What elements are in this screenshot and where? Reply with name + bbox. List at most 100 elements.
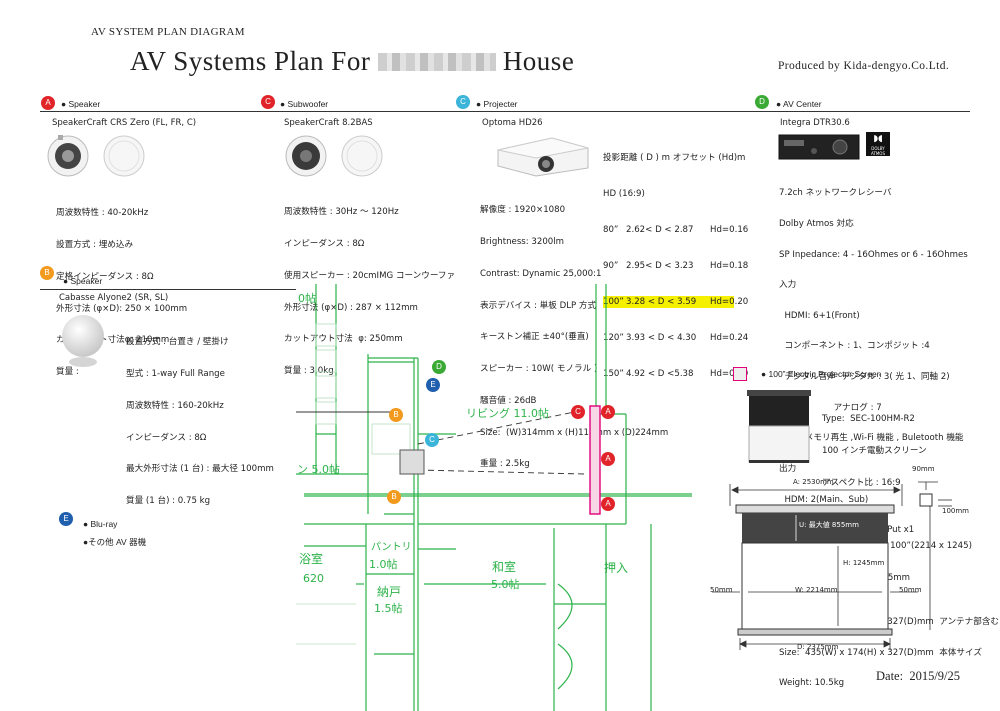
spec-line: 使用スピーカー : 20cmIMG コーンウーファ [284, 270, 456, 281]
spec-line: 解像度 : 1920×1080 [480, 205, 566, 216]
spec-line: 外形寸法 (φ×D) : 287 × 112mm [284, 302, 418, 313]
throw-title: 投影距離 ( D ) m オフセット (Hd)m [603, 153, 746, 163]
spec-line: 定格インピーダンス : 8Ω [56, 271, 154, 282]
screen-legend-swatch [733, 367, 747, 381]
plan-badge-a-2: A [601, 452, 615, 466]
badge-d: D [755, 95, 769, 109]
spec-line: Contrast: Dynamic 25,000:1 [480, 268, 602, 279]
spec-line: インピーダンス : 8Ω [126, 432, 207, 443]
page-title: AV Systems Plan For House [130, 46, 574, 77]
subwoofer-image [285, 135, 383, 177]
throw-size: 120” [603, 333, 624, 343]
other-av-devices: ●その他 AV 器機 [83, 537, 147, 547]
plan-label-top-room: 0帖 [298, 292, 316, 305]
spec-line: 重量 : 2.5kg [480, 459, 530, 470]
plan-label-bath: 浴室 [299, 552, 324, 566]
throw-size: 80” [603, 225, 619, 235]
badge-c-sub: C [261, 95, 275, 109]
throw-range: 3.93 < D < 4.30 [626, 333, 697, 343]
spec-line: 外形寸法 (φ×D): 250 × 100mm [56, 303, 188, 314]
dim-left: 50mm [710, 586, 733, 594]
plan-label-bath-number: 620 [303, 572, 324, 585]
throw-size: 100” [603, 297, 624, 307]
plan-badge-b-lower: B [387, 490, 401, 504]
subwoofer-heading: ● Subwoofer [280, 99, 329, 109]
projector-model: Optoma HD26 [482, 118, 543, 128]
throw-row-80: 80” 2.62< D < 2.87 Hd=0.16 [603, 224, 748, 236]
speaker-b-heading: ● Speaker [63, 276, 103, 286]
spec-line: インピーダンス : 8Ω [284, 238, 365, 249]
redacted-name-block [377, 53, 496, 71]
spec-line: コンポーネント : 1、コンポジット :4 [779, 341, 930, 352]
spec-line: アナログ : 7 [779, 402, 882, 413]
diagram-subtitle: AV SYSTEM PLAN DIAGRAM [91, 26, 245, 38]
spec-line: Brightness: 3200lm [480, 236, 565, 247]
spec-line: 表示デバイス : 単板 DLP 方式 [480, 300, 597, 311]
plan-badge-c-projector: C [425, 433, 439, 447]
spec-line: 騒音値 : 26dB [480, 395, 537, 406]
dim-u: U: 最大値 855mm [799, 521, 859, 529]
sphere-speaker-image [62, 315, 104, 367]
speaker-a-heading: ● Speaker [61, 99, 101, 109]
spec-line: デジタル音声 デジタル : 3( 光 1、同軸 2) [779, 372, 950, 383]
dolby-atmos-logo: ◗◖ DOLBY ATMOS [866, 132, 890, 156]
spec-line: SP Inpedance: 4 - 16Ohmes or 6 - 16Ohmes [779, 249, 968, 260]
plan-label-oshiire: 押入 [604, 561, 629, 575]
spec-line: 最大外形寸法 (1 台) : 最大径 100mm [126, 464, 274, 475]
spec-line: 設置方式 : 台置き / 壁掛け [126, 337, 229, 348]
dim-d: D: 2375mm [797, 643, 839, 651]
av-center-heading: ● AV Center [776, 99, 822, 109]
bluray-heading: ● Blu-ray [83, 519, 118, 529]
spec-line: カットアウト寸法 φ: 250mm [284, 334, 403, 345]
spec-line: 周波数特性 : 40-20kHz [56, 208, 149, 219]
spec-line: 入力 [779, 280, 797, 291]
produced-by: Produced by Kida-dengyo.Co.Ltd. [778, 60, 950, 72]
plan-badge-d: D [432, 360, 446, 374]
throw-hd: Hd=0.18 [710, 261, 749, 271]
projector-image [497, 137, 589, 177]
plan-label-pantry: パントリ [371, 542, 412, 553]
spec-line: 出力 [779, 463, 797, 474]
title-prefix: AV Systems Plan For [130, 46, 371, 76]
ceiling-speaker-image [47, 135, 145, 177]
date: Date: 2015/9/25 [876, 669, 961, 683]
subwoofer-model: SpeakerCraft 8.2BAS [284, 118, 373, 128]
plan-badge-a-3: A [601, 497, 615, 511]
spec-line: アスペクト比 : 16:9 [822, 477, 901, 488]
dim-right: 50mm [899, 586, 922, 594]
spec-line: HDMI: 6+1(Front) [779, 310, 860, 321]
projector-heading: ● Projecter [476, 99, 518, 109]
dim-h: H: 1245mm [843, 559, 885, 567]
speaker-b-specs: 設置方式 : 台置き / 壁掛け 型式 : 1-way Full Range 周… [126, 316, 274, 517]
spec-line: HDM: 2(Main、Sub) [779, 494, 869, 505]
throw-size: 90” [603, 261, 619, 271]
throw-hd: Hd=0.30 [710, 369, 749, 379]
av-center-model: Integra DTR30.6 [780, 118, 850, 128]
spec-line: 100 インチ電動スクリーン [822, 445, 927, 456]
spec-line: Dolby Atmos 対応 [779, 219, 854, 230]
dim-90: 90mm [912, 465, 935, 473]
plan-badge-c-sub: C [571, 405, 585, 419]
spec-line: 設置方式 : 埋め込み [56, 239, 134, 250]
speaker-b-model: Cabasse Alyone2 (SR, SL) [59, 293, 169, 303]
dim-100: 100mm [942, 507, 969, 515]
receiver-image [778, 134, 860, 160]
throw-range: 2.62< D < 2.87 [626, 225, 694, 235]
title-suffix: House [502, 46, 575, 76]
plan-label-storage-size: 1.5帖 [374, 602, 403, 615]
throw-hd: Hd=0.16 [710, 225, 749, 235]
throw-range: 2.95< D < 3.23 [626, 261, 694, 271]
spec-line: Size: 435(W) x 174(H) x 327(D)mm 本体サイズ [779, 647, 982, 658]
plan-badge-a-1: A [601, 405, 615, 419]
dim-a: A: 2530mm [793, 478, 834, 486]
throw-subtitle: HD (16:9) [603, 189, 645, 199]
throw-hd: Hd=0.24 [710, 333, 749, 343]
badge-c-projector: C [456, 95, 470, 109]
plan-badge-e: E [426, 378, 440, 392]
dolby-label: DOLBY ATMOS [870, 146, 885, 156]
dolby-icon: ◗◖ [873, 134, 883, 144]
spec-line: Weight: 10.5kg [779, 678, 845, 689]
badge-b: B [40, 266, 54, 280]
spec-line: 質量 : [56, 367, 79, 378]
